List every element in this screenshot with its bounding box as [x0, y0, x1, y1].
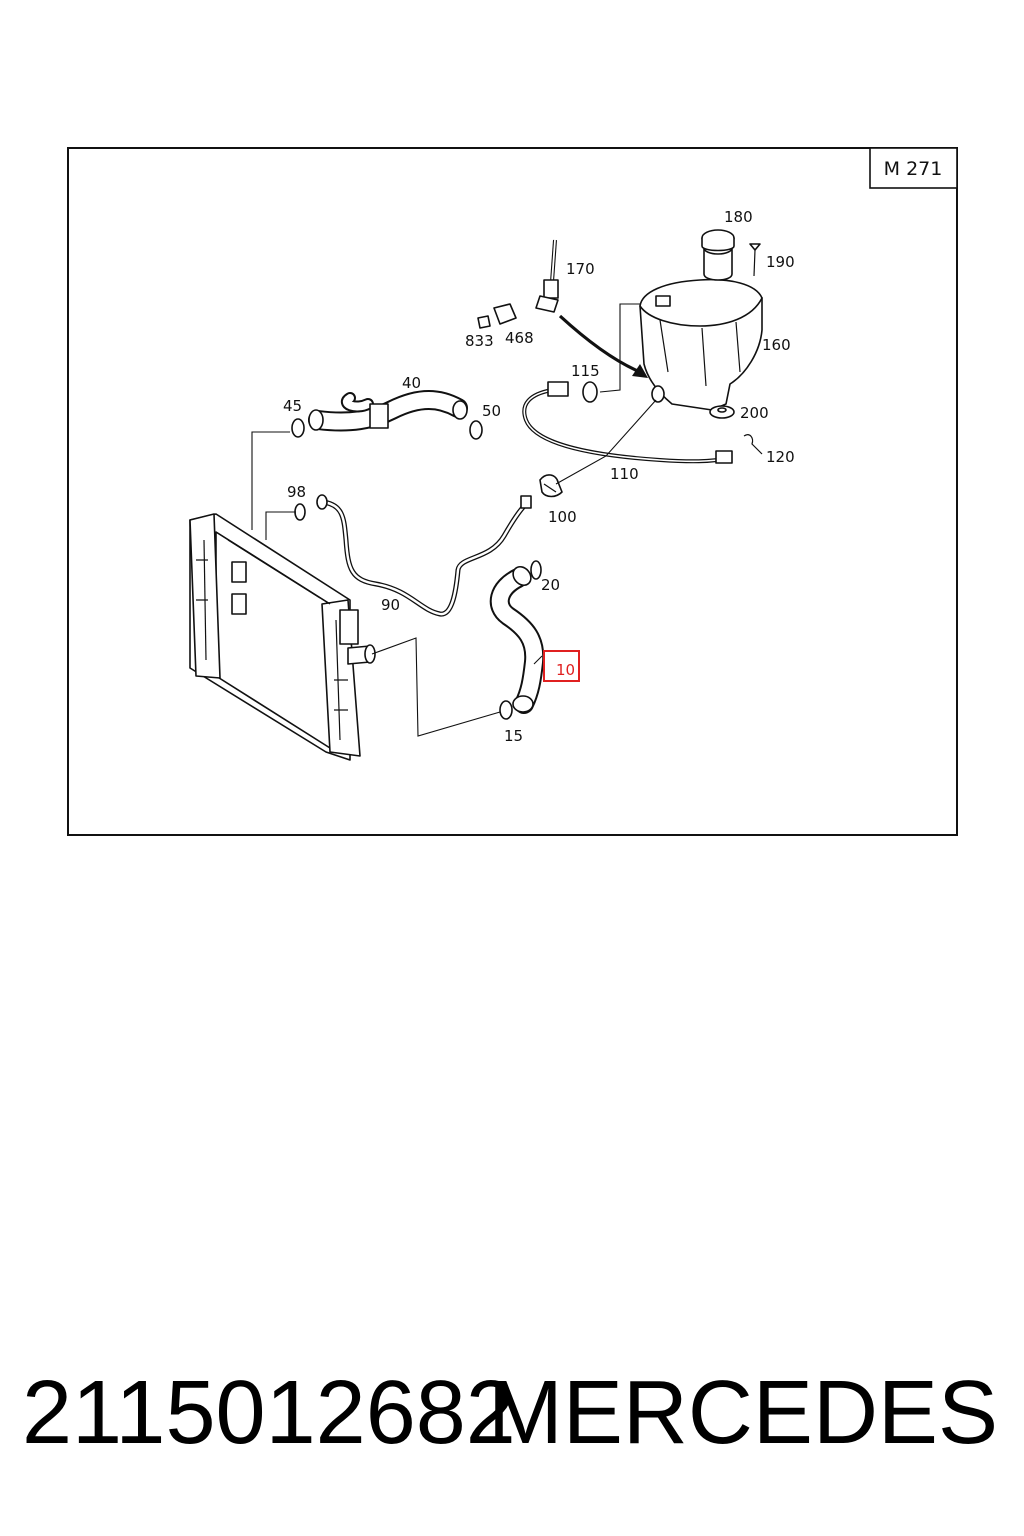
fitting-833	[477, 315, 491, 329]
rubber-mount-200	[709, 405, 735, 419]
cap-180	[701, 229, 735, 252]
callout-100: 100	[548, 508, 577, 526]
o-ring-15	[499, 700, 513, 720]
callout-15: 15	[504, 727, 523, 745]
o-ring-45	[291, 418, 305, 438]
callout-180: 180	[724, 208, 753, 226]
diagram-frame	[67, 147, 958, 836]
brand-name: MERCEDES	[487, 1363, 998, 1463]
callout-98: 98	[287, 483, 306, 501]
callout-10: 10	[556, 661, 575, 679]
connector-468	[493, 303, 517, 325]
arrow	[558, 314, 641, 374]
callout-115: 115	[571, 362, 600, 380]
hose-40	[308, 390, 468, 432]
highlight-box	[543, 650, 580, 682]
vent-line-110	[522, 381, 733, 464]
o-ring-20	[530, 560, 542, 580]
callout-40: 40	[402, 374, 421, 392]
callout-160: 160	[762, 336, 791, 354]
level-sensor-170	[535, 239, 559, 313]
callout-110: 110	[610, 465, 639, 483]
callout-20: 20	[541, 576, 560, 594]
part-number: 2115012682	[22, 1363, 516, 1463]
arrow-head	[632, 364, 648, 378]
callout-90: 90	[381, 596, 400, 614]
o-ring-115	[582, 381, 598, 403]
callout-200: 200	[740, 404, 769, 422]
hose-10	[489, 565, 545, 714]
callout-120: 120	[766, 448, 795, 466]
expansion-tank-160	[639, 241, 763, 411]
engine-label-box: M 271	[869, 147, 958, 189]
bleed-line-90	[316, 494, 532, 617]
engine-label: M 271	[884, 158, 943, 180]
callout-50: 50	[482, 402, 501, 420]
radiator	[189, 513, 376, 761]
callout-45: 45	[283, 397, 302, 415]
clamp-100	[539, 474, 563, 498]
parts-diagram: M 271	[67, 147, 958, 836]
callout-170: 170	[566, 260, 595, 278]
screw-190	[749, 243, 761, 277]
callout-833: 833	[465, 332, 494, 350]
clip-120	[743, 434, 763, 455]
callout-468: 468	[505, 329, 534, 347]
o-ring-50	[469, 420, 483, 440]
o-ring-98	[294, 503, 306, 521]
callout-190: 190	[766, 253, 795, 271]
